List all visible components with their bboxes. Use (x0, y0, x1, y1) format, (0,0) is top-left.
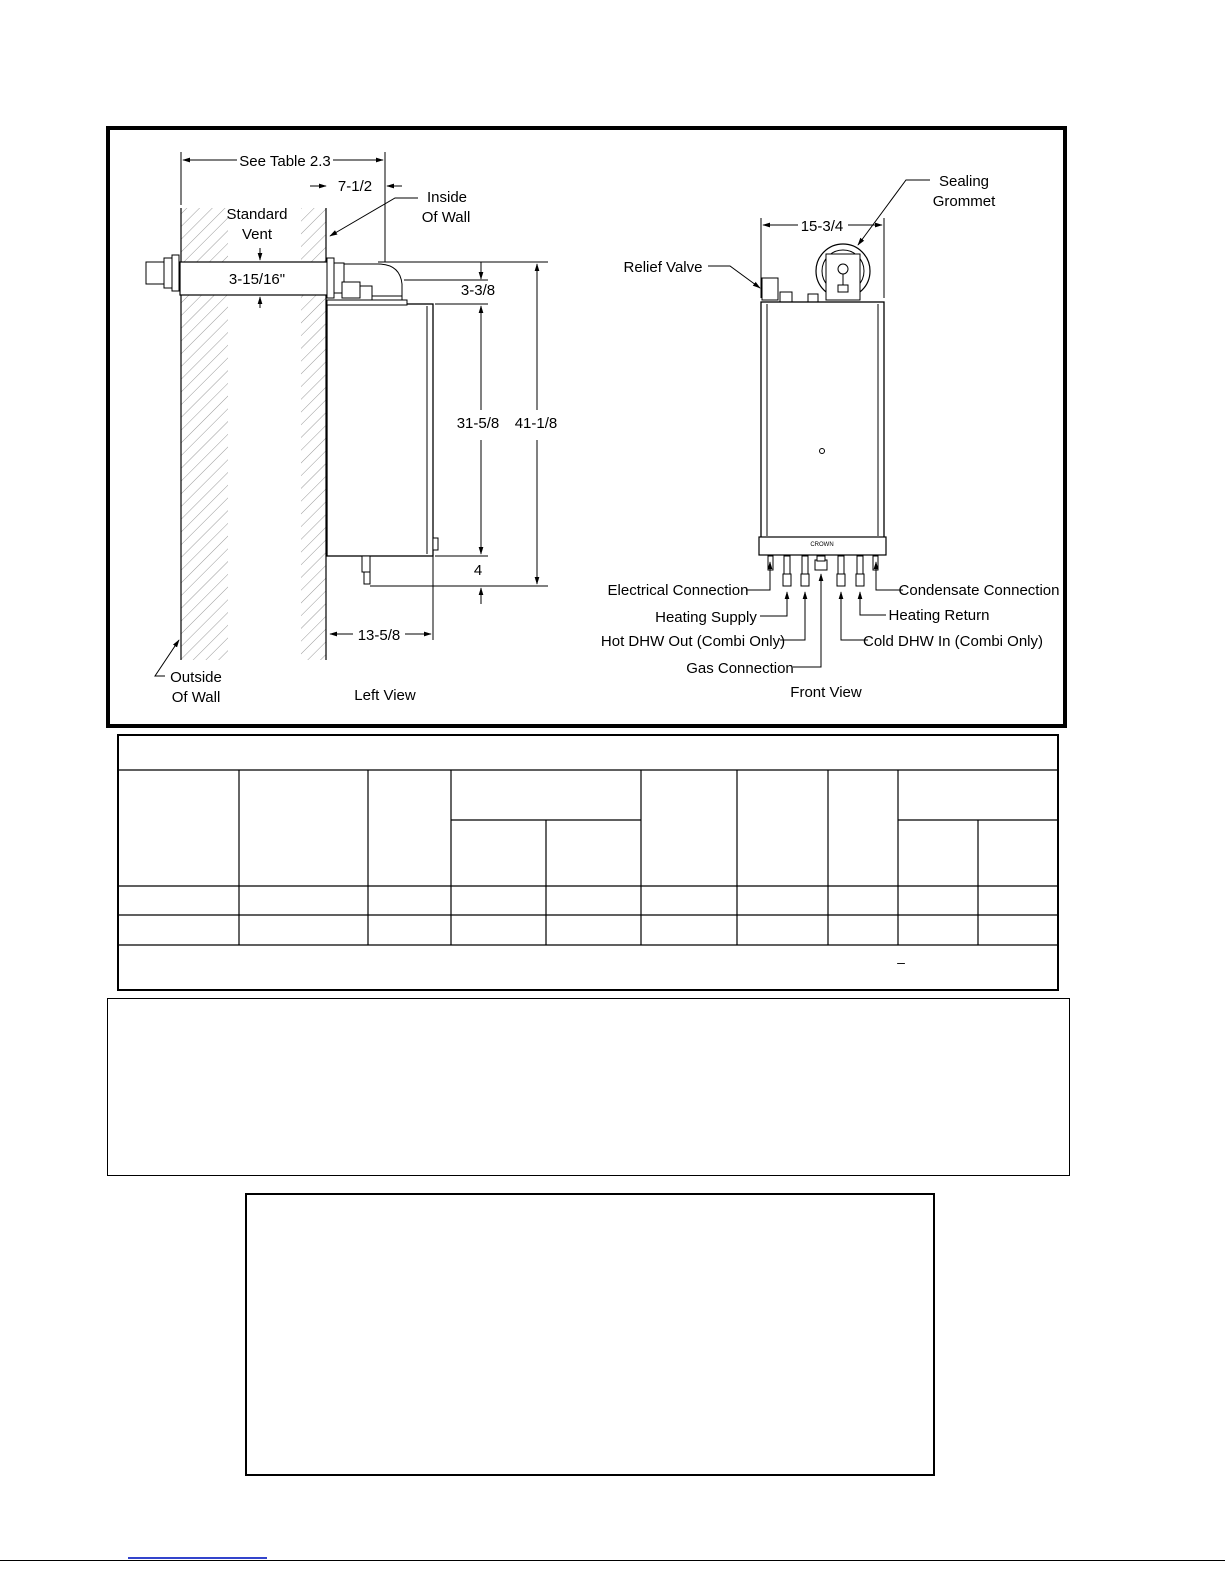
cold-dhw-in-label: Cold DHW In (Combi Only) (863, 633, 1043, 650)
heating-return-label: Heating Return (889, 607, 990, 624)
sealing-grommet-line1: Sealing (939, 173, 989, 190)
boiler-bottom-panel (758, 536, 887, 556)
dim-top: 3-3/8 (461, 282, 495, 299)
left-view: See Table 2.3 7-1/2 Inside Of Wall Stand… (145, 152, 558, 706)
outside-of-wall-line2: Of Wall (172, 689, 221, 706)
dim-width: 15-3/4 (801, 218, 844, 235)
brand-logo: CROWN (810, 542, 833, 548)
warning-box (245, 1193, 935, 1476)
standard-vent-line1: Standard (227, 206, 288, 223)
front-view-caption: Front View (790, 684, 862, 701)
left-view-caption: Left View (354, 687, 416, 704)
outside-of-wall-line1: Outside (170, 669, 222, 686)
vent-diameter-label: 3-15/16" (229, 271, 285, 288)
see-table-label: See Table 2.3 (239, 153, 330, 170)
footer-rule (0, 1560, 1225, 1561)
table-note-mark: – (897, 954, 905, 970)
inside-of-wall-line1: Inside (427, 189, 467, 206)
boiler-front-body (760, 301, 885, 539)
inside-of-wall-line2: Of Wall (422, 209, 471, 226)
relief-valve-fitting (761, 277, 779, 301)
front-view: CROWN 15-3/4 Sealing Grommet Relief Valv… (601, 173, 1060, 701)
footer-link[interactable] (128, 1557, 267, 1559)
sealing-grommet-line2: Grommet (933, 193, 996, 210)
dimension-table (117, 734, 1059, 991)
drawing-frame (106, 126, 1067, 728)
condensate-connection-label: Condensate Connection (899, 582, 1060, 599)
dim-bottom: 4 (474, 562, 482, 579)
dim-vent-offset: 7-1/2 (338, 178, 372, 195)
standard-vent-line2: Vent (242, 226, 273, 243)
dimension-table-grid (118, 769, 1058, 946)
gas-connection-label: Gas Connection (686, 660, 794, 677)
standard-vent-pipe (179, 261, 329, 296)
relief-valve-label: Relief Valve (624, 259, 703, 276)
boiler-side-body (326, 303, 434, 557)
dim-total-height: 41-1/8 (515, 415, 558, 432)
dim-body-height: 31-5/8 (457, 415, 500, 432)
notes-box (107, 998, 1070, 1176)
hot-dhw-out-label: Hot DHW Out (Combi Only) (601, 633, 785, 650)
dim-depth: 13-5/8 (358, 627, 401, 644)
heating-supply-label: Heating Supply (655, 609, 757, 626)
electrical-connection-label: Electrical Connection (608, 582, 749, 599)
